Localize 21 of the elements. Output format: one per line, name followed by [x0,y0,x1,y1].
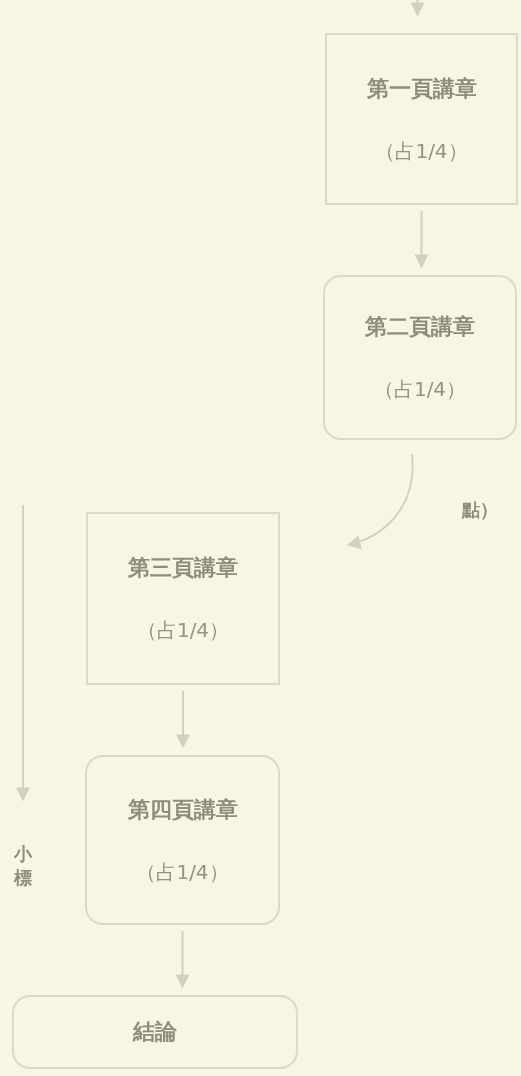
box-note: （占1/4） [136,617,230,644]
box-title: 第二頁講章 [365,313,475,341]
box-note: （占1/4） [375,137,468,165]
rounded-box [323,275,517,440]
rounded-box [12,995,298,1069]
arrow [410,0,425,17]
side-label: 小標 [14,842,33,890]
box-note: （占1/4） [373,376,467,403]
box-note: （占1/4） [136,858,229,886]
rounded-box [85,755,280,925]
box-title: 結論 [133,1018,177,1046]
box-title: 第一頁講章 [366,74,477,103]
arrow [176,690,190,749]
arrow [346,453,414,549]
arrow [414,210,429,269]
arrow [175,930,190,989]
process-box [325,33,518,205]
process-box [86,512,280,685]
cut-off-note: 點） [462,498,498,522]
box-title: 第四頁講章 [127,795,238,824]
box-title: 第三頁講章 [128,554,238,582]
